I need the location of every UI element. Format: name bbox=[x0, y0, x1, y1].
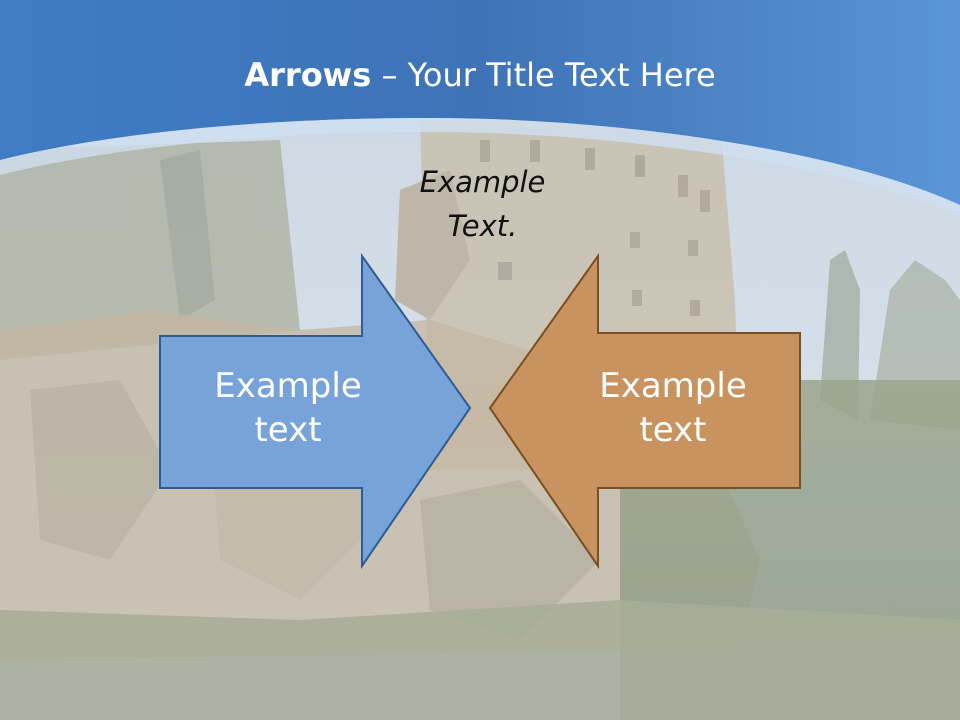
right-pointing-arrow-icon bbox=[159, 252, 472, 570]
left-arrow-label: Example text bbox=[160, 364, 416, 452]
right-arrow-label: Example text bbox=[545, 364, 801, 452]
center-example-line-2: Text. bbox=[447, 209, 518, 243]
header-band bbox=[0, 0, 960, 205]
right-arrow-line-1: Example bbox=[599, 366, 747, 406]
title-bold-part: Arrows bbox=[244, 56, 372, 94]
header-swoosh bbox=[0, 118, 960, 215]
left-arrow-line-1: Example bbox=[214, 366, 362, 406]
left-pointing-arrow-icon bbox=[488, 252, 801, 570]
left-arrow-line-2: text bbox=[254, 410, 322, 450]
slide-title: Arrows – Your Title Text Here bbox=[0, 50, 960, 100]
title-rest-part: – Your Title Text Here bbox=[371, 56, 716, 94]
center-example-text: Example Text. bbox=[380, 160, 585, 248]
center-example-line-1: Example bbox=[419, 165, 546, 199]
foreground-grass bbox=[0, 600, 960, 720]
trees-left bbox=[0, 140, 300, 360]
right-arrow-line-2: text bbox=[639, 410, 707, 450]
